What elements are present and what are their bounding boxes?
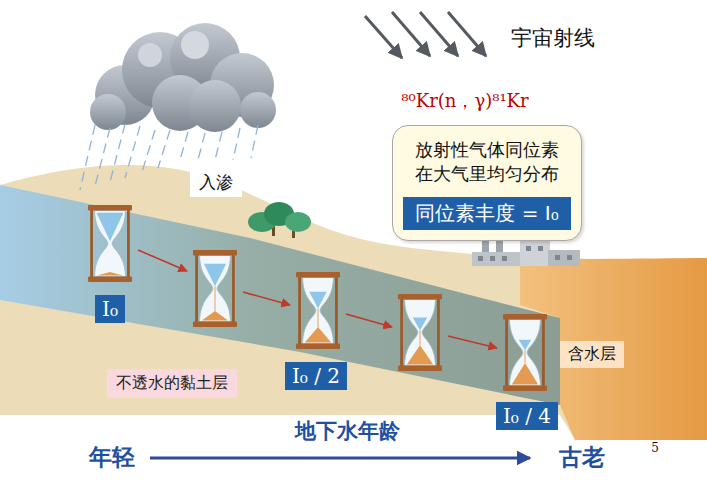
hourglass xyxy=(88,205,132,282)
axis-end: 古老 xyxy=(559,442,605,473)
node-text: 同位素丰度 = I₀ xyxy=(415,200,558,227)
axis-title: 地下水年龄 xyxy=(295,417,400,445)
clay-ground xyxy=(0,165,707,440)
node-text: 入渗 xyxy=(199,171,233,194)
callout-box: 放射性气体同位素 在大气里均匀分布同位素丰度 = I₀ xyxy=(392,125,581,241)
node-text: I₀ / 2 xyxy=(292,364,340,388)
trees xyxy=(248,202,311,238)
aquifer-band xyxy=(0,185,560,405)
abundance-tag: I₀ / 2 xyxy=(285,362,347,390)
node-text: 含水层 xyxy=(568,344,616,365)
abundance-tag: I₀ xyxy=(95,295,125,323)
node-text: 不透水的黏土层 xyxy=(116,373,228,394)
node-text: I₀ / 4 xyxy=(503,404,551,428)
cosmic-ray-arrows xyxy=(365,12,486,58)
hourglass xyxy=(503,314,547,391)
rain-cloud xyxy=(90,23,276,132)
age-arrow xyxy=(150,457,530,460)
cosmic-ray-label: 宇宙射线 xyxy=(511,24,595,52)
axis-start: 年轻 xyxy=(89,442,135,473)
infiltration-label-box: 入渗 xyxy=(190,168,242,197)
node-text: I₀ xyxy=(102,297,118,321)
hourglass xyxy=(193,250,237,327)
abundance-box: 同位素丰度 = I₀ xyxy=(403,197,570,230)
node-text: 放射性气体同位素 在大气里均匀分布 xyxy=(410,138,565,187)
clay-label-box: 不透水的黏土层 xyxy=(107,369,237,398)
aquifer-label-box: 含水层 xyxy=(560,341,624,368)
reaction-formula: ⁸⁰Kr(n，γ)⁸¹Kr xyxy=(401,89,528,113)
page-number: 5 xyxy=(651,441,659,455)
abundance-tag: I₀ / 4 xyxy=(496,402,558,430)
hourglass xyxy=(296,272,340,349)
flow-arrows xyxy=(138,250,497,348)
hourglass xyxy=(398,294,442,371)
